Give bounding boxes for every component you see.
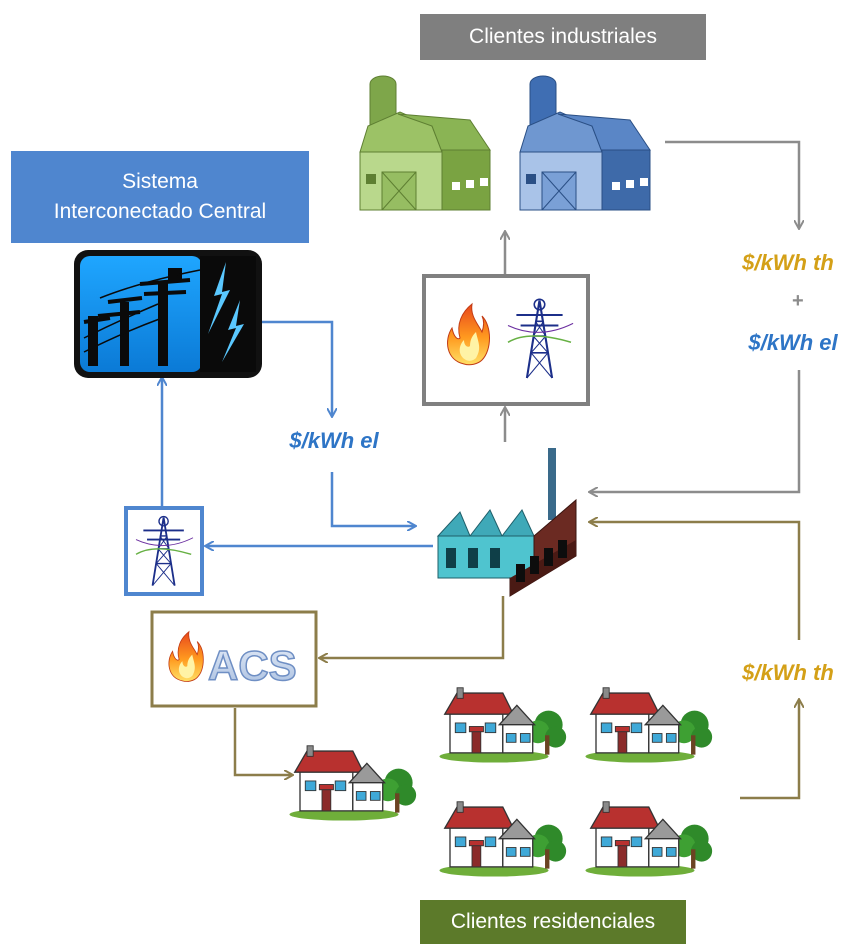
flow-sic-to-price [262, 320, 332, 416]
flow-factory-to-acs [320, 596, 505, 658]
blue-barn-icon [519, 75, 651, 211]
price-residential-thermal: $/kWh th [742, 660, 834, 685]
flow-price-to-factory [590, 370, 801, 492]
residential-clients-label: Clientes residenciales [450, 910, 656, 933]
flow-price-to-factory-thermal [590, 522, 801, 640]
flow-houses-to-price [740, 700, 799, 800]
house-icon [438, 687, 567, 764]
residential-clients-banner: Clientes residenciales [420, 900, 686, 944]
house-icon [584, 687, 713, 764]
house-icon [438, 801, 567, 878]
sic-banner: Sistema Interconectado Central [11, 151, 309, 243]
sic-label-line1: Sistema [122, 170, 198, 193]
power-lines-icon [74, 250, 262, 378]
price-grid-electric: $/kWh el [289, 428, 379, 453]
acs-label: ACS [208, 642, 297, 689]
house-icon [288, 745, 417, 822]
price-industrial-electric: $/kWh el [748, 330, 838, 355]
price-industrial-thermal: $/kWh th [742, 250, 834, 275]
flow-industrial-to-price [665, 140, 799, 228]
industrial-clients-label: Clientes industriales [469, 25, 657, 48]
flow-acs-to-house [233, 708, 292, 775]
lightning-icon [208, 262, 244, 362]
flow-price-to-factory-electric [330, 472, 415, 526]
factory-icon [436, 448, 577, 597]
price-plus: + [792, 290, 804, 312]
house-icon [584, 801, 713, 878]
green-barn-icon [359, 75, 491, 211]
industrial-clients-banner: Clientes industriales [420, 14, 706, 60]
sic-label-line2: Interconectado Central [53, 200, 267, 223]
